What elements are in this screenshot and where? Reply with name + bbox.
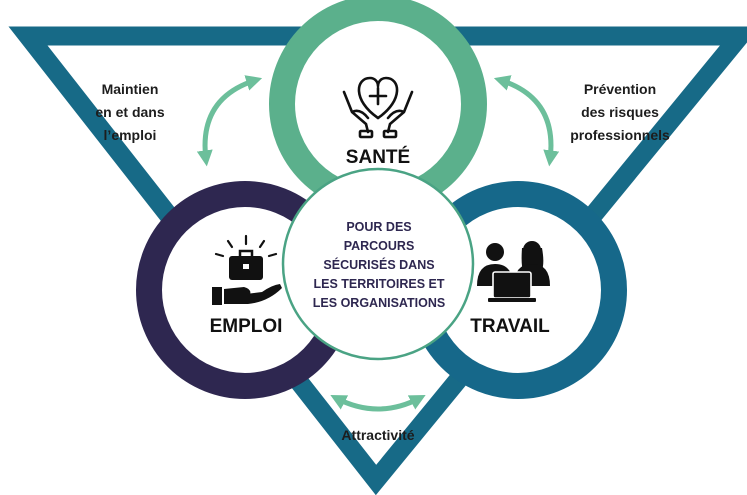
briefcase-hand-icon [212,234,282,305]
center-line: SÉCURISÉS DANS [323,257,434,272]
link-line: en et dans [95,104,164,120]
center-line: PARCOURS [344,239,415,253]
heart-hands-icon [342,76,414,139]
center-circle [281,167,475,361]
workers-laptop-icon [477,241,550,302]
center-line: POUR DES [346,220,411,234]
link-line: Maintien [102,81,159,97]
travail-label: TRAVAIL [470,316,550,337]
curved-double-arrow-icon [330,395,426,412]
link-line: professionnels [570,127,670,143]
sante-label: SANTÉ [346,146,410,168]
center-line: LES ORGANISATIONS [313,296,445,310]
link-line: Prévention [584,81,656,97]
link-label-emploi-sante: Maintien en et dans l’emploi [95,81,164,143]
curved-double-arrow-icon [196,75,263,167]
link-label-sante-travail: Prévention des risques professionnels [570,81,670,143]
link-label-emploi-travail: Attractivité [341,427,414,443]
center-text: POUR DES PARCOURS SÉCURISÉS DANS LES TER… [313,220,445,310]
center-line: LES TERRITOIRES ET [313,277,444,291]
curved-double-arrow-icon [493,75,560,167]
link-line: des risques [581,104,659,120]
emploi-label: EMPLOI [210,316,283,337]
link-line: l’emploi [104,127,157,143]
